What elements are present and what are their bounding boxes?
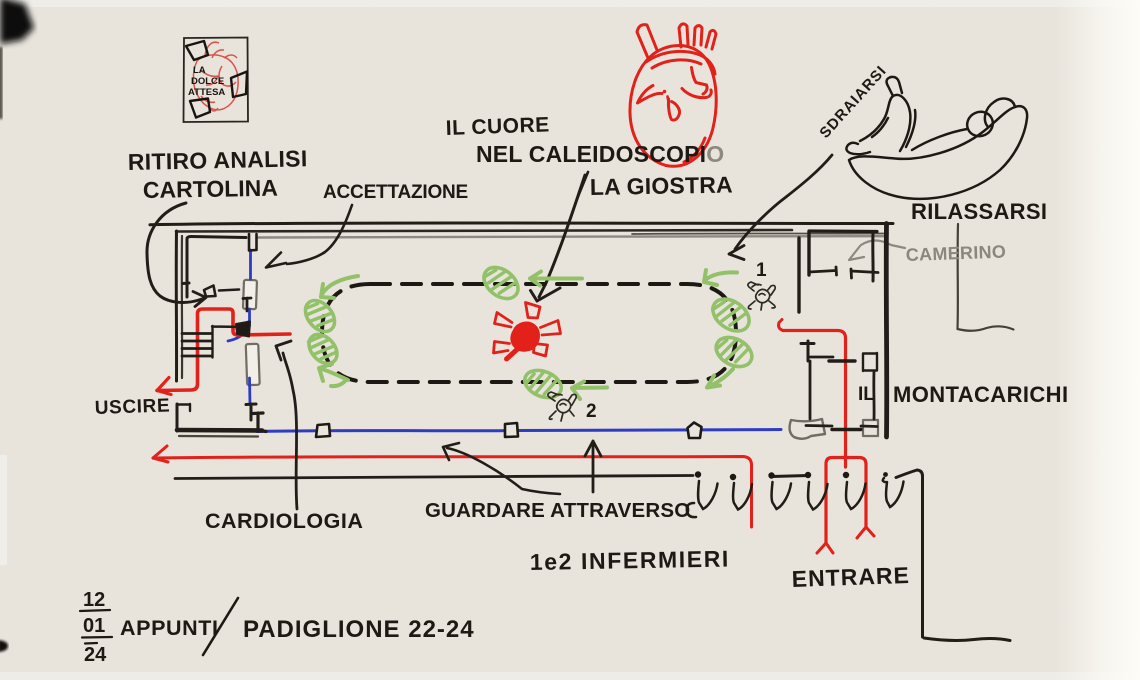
svg-text:1: 1 — [756, 260, 767, 281]
svg-text:RITIRO ANALISI: RITIRO ANALISI — [128, 145, 308, 175]
svg-text:2: 2 — [586, 401, 597, 422]
svg-text:CARTOLINA: CARTOLINA — [143, 175, 278, 203]
svg-text:LA: LA — [193, 65, 206, 76]
svg-text:CARDIOLOGIA: CARDIOLOGIA — [205, 509, 363, 533]
svg-text:GUARDARE ATTRAVERSO: GUARDARE ATTRAVERSO — [425, 499, 690, 522]
svg-text:IL CUORE: IL CUORE — [445, 113, 550, 140]
svg-text:RILASSARSI: RILASSARSI — [911, 199, 1047, 224]
svg-text:CAMERINO: CAMERINO — [905, 242, 1006, 265]
svg-text:NEL CALEIDOSCOPIO: NEL CALEIDOSCOPIO — [476, 141, 724, 167]
svg-text:12: 12 — [83, 589, 105, 611]
svg-text:USCIRE: USCIRE — [94, 395, 170, 419]
svg-text:1e2 INFERMIERI: 1e2 INFERMIERI — [530, 546, 730, 575]
svg-text:APPUNTI: APPUNTI — [120, 616, 219, 640]
svg-text:ACCETTAZIONE: ACCETTAZIONE — [323, 182, 468, 203]
svg-text:24: 24 — [84, 644, 107, 666]
svg-text:PADIGLIONE 22-24: PADIGLIONE 22-24 — [243, 616, 475, 643]
svg-text:ENTRARE: ENTRARE — [791, 562, 910, 592]
svg-text:ATTESA: ATTESA — [188, 87, 225, 98]
svg-text:DOLCE: DOLCE — [191, 76, 224, 87]
svg-text:01: 01 — [83, 615, 105, 637]
svg-text:MONTACARICHI: MONTACARICHI — [893, 382, 1068, 407]
svg-text:IL: IL — [858, 384, 875, 405]
svg-text:LA GIOSTRA: LA GIOSTRA — [590, 172, 733, 200]
